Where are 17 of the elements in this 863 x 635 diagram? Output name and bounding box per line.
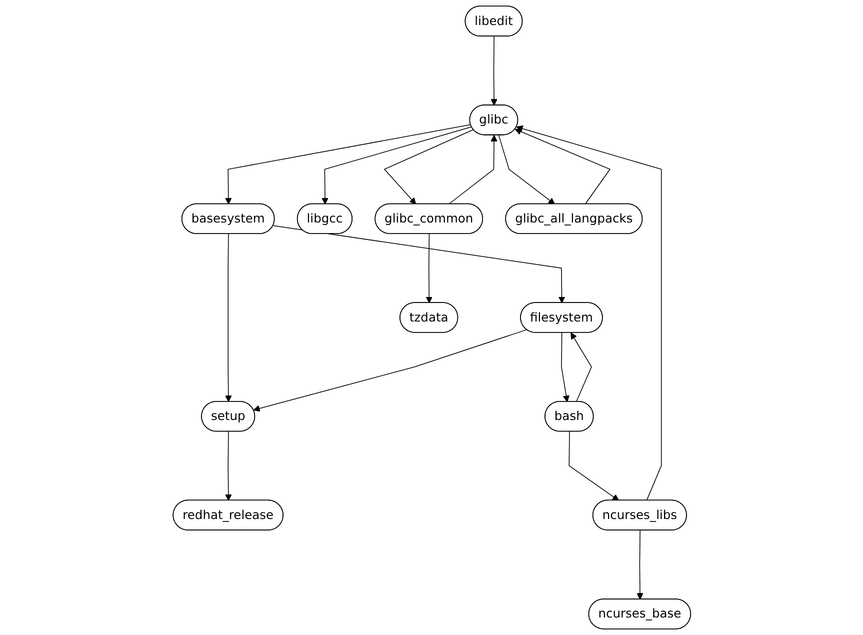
arrow [498,134,555,204]
arrow [560,332,570,402]
arrow [425,234,432,304]
arrow [224,234,232,402]
arrow [224,431,232,501]
arrow [224,124,471,204]
arrow [514,128,610,205]
arrow [321,126,472,204]
arrow [636,530,643,600]
arrow [252,329,527,412]
arrow [516,125,662,501]
arrow [272,225,565,304]
arrow [570,332,592,402]
arrow [568,431,619,501]
arrow [490,36,497,106]
arrow [448,134,497,205]
arrow [383,129,474,204]
